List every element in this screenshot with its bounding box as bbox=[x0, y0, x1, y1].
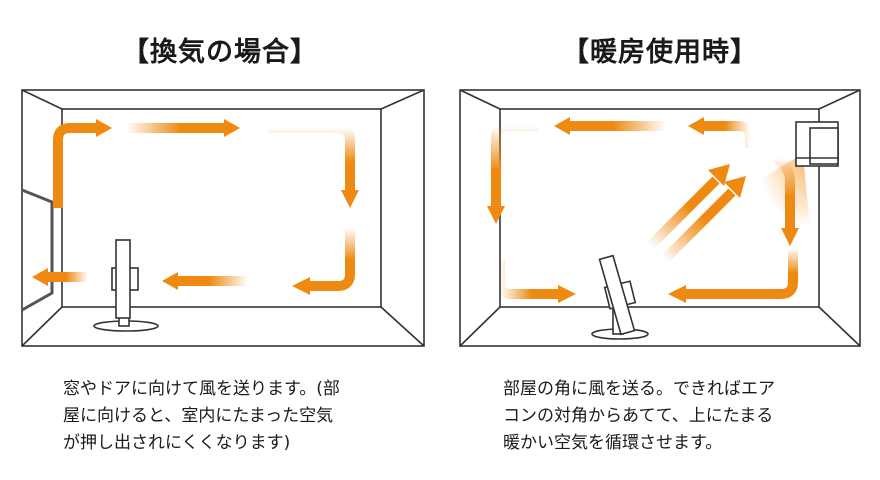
ventilation-title: 【換気の場合】 bbox=[122, 37, 318, 68]
room-outline bbox=[21, 89, 425, 347]
heating-title: 【暖房使用時】 bbox=[562, 37, 758, 68]
ventilation-caption: 窓やドアに向けて風を送ります。(部 屋に向けると、室内にたまった空気 が押し出さ… bbox=[63, 376, 340, 457]
warm-air-icon bbox=[758, 154, 810, 228]
heating-diagram bbox=[459, 89, 861, 347]
open-door-icon bbox=[21, 188, 54, 312]
heating-caption: 部屋の角に風を送る。できればエア コンの対角からあてて、上にたまる 暖かい空気を… bbox=[503, 376, 775, 457]
caption-line: 屋に向けると、室内にたまった空気 bbox=[63, 406, 334, 426]
standing-fan-icon bbox=[93, 239, 159, 332]
caption-line: 部屋の角に風を送る。できればエア bbox=[503, 379, 775, 399]
caption-line: 暖かい空気を循環させます。 bbox=[503, 433, 723, 453]
caption-line: 窓やドアに向けて風を送ります。(部 bbox=[63, 379, 340, 399]
ventilation-diagram bbox=[21, 89, 425, 347]
caption-line: が押し出されにくくなります) bbox=[63, 433, 291, 453]
room-outline bbox=[459, 89, 861, 347]
air-conditioner-icon bbox=[795, 121, 839, 167]
airflow-arrows bbox=[487, 117, 799, 303]
caption-line: コンの対角からあてて、上にたまる bbox=[503, 406, 774, 426]
tilted-fan-icon bbox=[591, 254, 649, 340]
airflow-arrows bbox=[32, 119, 359, 295]
